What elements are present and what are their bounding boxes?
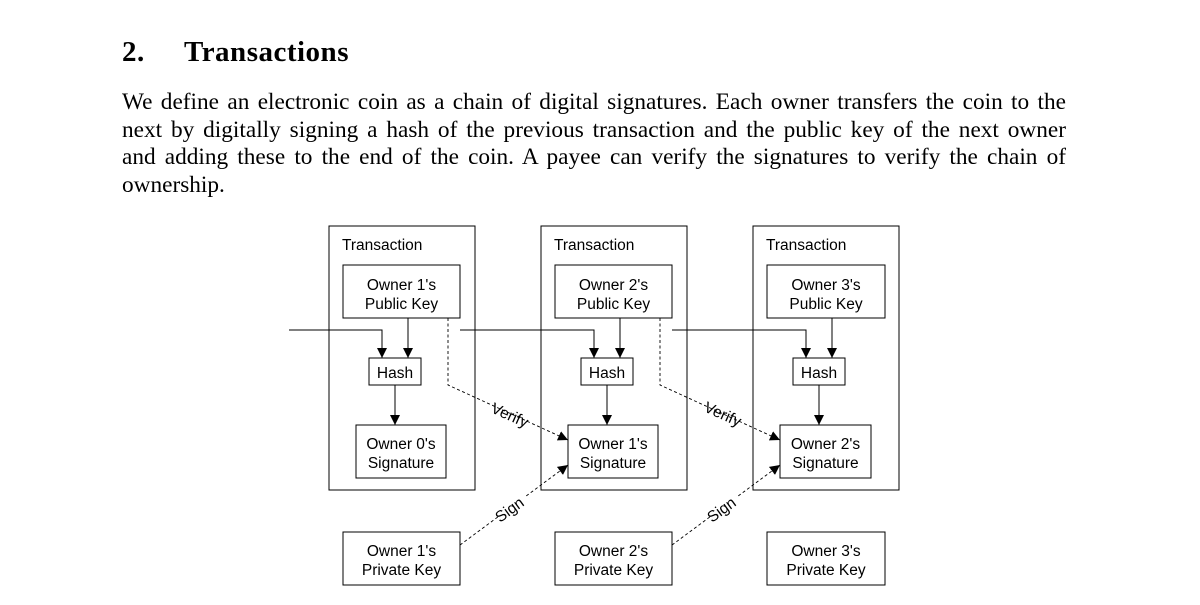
section-number: 2. (122, 36, 145, 68)
public-key-box (766, 264, 886, 319)
signature-box (567, 424, 659, 479)
transaction-frame (540, 225, 688, 491)
private-key-line-1: Owner 2's (579, 543, 649, 560)
hash-box (368, 357, 422, 386)
transaction-block-2: Transaction Owner 2's Public Key Hash Ow… (540, 225, 688, 586)
transaction-label: Transaction (342, 237, 422, 254)
section-heading: 2. Transactions (122, 36, 349, 69)
private-key-line-2: Private Key (574, 562, 654, 579)
transaction-label: Transaction (554, 237, 634, 254)
previous-transaction-line (460, 329, 599, 358)
signature-line-1: Owner 1's (578, 436, 648, 453)
hash-input-connectors (289, 318, 837, 425)
hash-label: Hash (377, 365, 413, 382)
public-key-line-1: Owner 2's (579, 277, 649, 294)
public-key-line-2: Public Key (789, 296, 862, 313)
verify-line-1 (447, 318, 569, 441)
paragraph-line: next by digitally signing a hash of the … (122, 116, 1066, 143)
signature-line-2: Signature (792, 455, 858, 472)
public-key-line-1: Owner 1's (367, 277, 437, 294)
sign-label-backgrounds (491, 487, 743, 523)
signature-line-2: Signature (368, 455, 434, 472)
public-key-box (554, 264, 673, 319)
transaction-label: Transaction (766, 237, 846, 254)
hash-box (792, 357, 846, 386)
hash-label: Hash (801, 365, 837, 382)
private-key-line-1: Owner 3's (791, 543, 861, 560)
private-key-line-1: Owner 1's (367, 543, 437, 560)
transaction-frame (752, 225, 900, 491)
paragraph-line: and adding these to the end of the coin.… (122, 144, 1066, 170)
private-key-line-2: Private Key (362, 562, 442, 579)
verify-label-1: Verify (488, 400, 531, 431)
public-key-box (342, 264, 461, 319)
paragraph-line: ownership. (122, 171, 225, 198)
previous-transaction-line (289, 329, 387, 358)
signature-line-1: Owner 2's (791, 436, 861, 453)
transaction-block-1: Transaction Owner 1's Public Key Hash Ow… (328, 225, 476, 586)
public-key-line-1: Owner 3's (791, 277, 861, 294)
private-key-box (342, 531, 461, 586)
verify-connectors (447, 318, 781, 441)
signature-box (779, 424, 872, 479)
private-key-box (766, 531, 886, 586)
section-title: Transactions (184, 36, 349, 68)
public-key-line-2: Public Key (365, 296, 438, 313)
private-key-line-2: Private Key (786, 562, 866, 579)
paragraph-line: We define an electronic coin as a chain … (122, 89, 1066, 115)
signature-box (355, 424, 447, 479)
signature-line-1: Owner 0's (366, 436, 436, 453)
signature-line-2: Signature (580, 455, 646, 472)
transaction-block-3: Transaction Owner 3's Public Key Hash Ow… (752, 225, 900, 586)
body-paragraph: We define an electronic coin as a chain … (122, 89, 1066, 199)
transaction-frame (328, 225, 476, 491)
previous-transaction-line (672, 329, 811, 358)
verify-label-2: Verify (701, 399, 744, 430)
public-key-line-2: Public Key (577, 296, 650, 313)
hash-label: Hash (589, 365, 625, 382)
private-key-box (554, 531, 673, 586)
verify-line-2 (659, 318, 781, 441)
